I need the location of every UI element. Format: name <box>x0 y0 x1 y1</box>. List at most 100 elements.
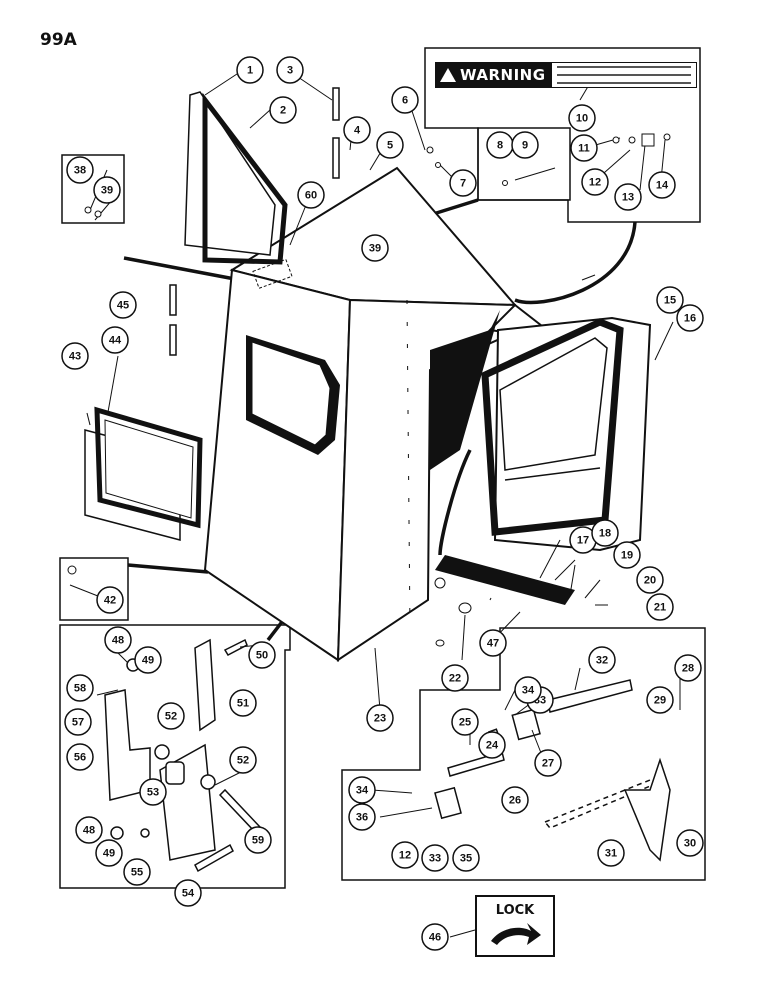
callout-circle <box>297 181 325 209</box>
nut-48b <box>110 826 124 840</box>
callout-circle <box>343 116 371 144</box>
callout-number: 52 <box>165 711 177 723</box>
warning-tag: WARNING <box>436 63 552 87</box>
callout-number: 51 <box>237 698 249 710</box>
callout-circle <box>452 844 480 872</box>
hinge-parts <box>104 638 262 873</box>
callout-33: 33 <box>421 844 449 872</box>
callout-number: 34 <box>356 785 369 797</box>
callout-number: 53 <box>147 787 159 799</box>
rear-seal-44 <box>94 406 203 529</box>
clip-13 <box>641 133 655 147</box>
leader-39-inset <box>123 256 241 282</box>
callout-circle <box>93 176 121 204</box>
callout-circle <box>421 844 449 872</box>
callout-32: 32 <box>588 646 616 674</box>
rear-glass <box>104 419 194 519</box>
callout-46: 46 <box>421 923 449 951</box>
callout-number: 5 <box>387 140 393 152</box>
callout-number: 48 <box>83 825 95 837</box>
callout-23: 23 <box>366 704 394 732</box>
callout-circle <box>441 664 469 692</box>
callout-circle <box>376 131 404 159</box>
callout-circle <box>391 86 419 114</box>
bolt-54 <box>194 843 234 873</box>
callout-number: 49 <box>142 655 154 667</box>
screw-38 <box>84 206 92 214</box>
callout-circle <box>269 96 297 124</box>
callout-circle <box>96 586 124 614</box>
callout-48: 48 <box>75 816 103 844</box>
callout-circle <box>421 923 449 951</box>
strip-45b <box>169 324 177 356</box>
warning-text-lines <box>552 63 696 87</box>
callout-circle <box>646 593 674 621</box>
callout-number: 17 <box>577 535 589 547</box>
callout-49: 49 <box>95 839 123 867</box>
callout-circle <box>236 56 264 84</box>
callout-circle <box>511 131 539 159</box>
seal-kit-inset-frame <box>477 127 571 201</box>
decal-hardware <box>67 133 671 575</box>
callout-circle <box>348 803 376 831</box>
callout-number: 44 <box>109 335 122 347</box>
callout-number: 56 <box>74 752 86 764</box>
leader-seal-inset <box>429 198 479 217</box>
screw-39b <box>94 210 102 218</box>
callout-28: 28 <box>674 654 702 682</box>
callout-54: 54 <box>174 879 202 907</box>
callout-55: 55 <box>123 858 151 886</box>
callout-number: 31 <box>605 848 617 860</box>
callout-1: 1 <box>236 56 264 84</box>
callout-circle <box>229 689 257 717</box>
callout-circle <box>636 566 664 594</box>
callout-circle <box>109 291 137 319</box>
callout-number: 49 <box>103 848 115 860</box>
callout-circle <box>361 234 389 262</box>
triangle-window-assembly <box>184 91 288 265</box>
step-plate-47 <box>435 555 575 605</box>
callout-circle <box>676 829 704 857</box>
callout-circle <box>348 776 376 804</box>
washer-loose <box>435 639 445 647</box>
callout-number: 6 <box>402 95 408 107</box>
callout-circle <box>104 626 132 654</box>
callout-circle <box>244 826 272 854</box>
cab-details <box>252 258 472 647</box>
callout-number: 38 <box>74 165 86 177</box>
callout-60: 60 <box>297 181 325 209</box>
bracket-36 <box>434 786 462 820</box>
callout-52: 52 <box>157 702 185 730</box>
handle-30 <box>623 757 671 862</box>
callout-34: 34 <box>514 676 542 704</box>
callout-number: 23 <box>374 713 386 725</box>
callout-number: 19 <box>621 550 633 562</box>
plug-22 <box>458 602 472 614</box>
callout-number: 33 <box>429 853 441 865</box>
cab-windows <box>246 310 500 470</box>
screw-6 <box>426 146 434 154</box>
nut-14 <box>663 133 671 141</box>
callout-circle <box>581 168 609 196</box>
callout-circle <box>514 676 542 704</box>
callout-circle <box>101 326 129 354</box>
callout-18: 18 <box>591 519 619 547</box>
callout-36: 36 <box>348 803 376 831</box>
clip-8 <box>502 180 508 186</box>
nut-7 <box>435 162 441 168</box>
callout-circle <box>449 169 477 197</box>
callout-number: 1 <box>247 65 253 77</box>
callout-16: 16 <box>676 304 704 332</box>
strip-3b <box>332 137 340 179</box>
washer-52a <box>154 744 170 760</box>
strap-51 <box>194 638 216 732</box>
callout-number: 10 <box>576 113 588 125</box>
callout-number: 13 <box>622 192 634 204</box>
callout-3: 3 <box>276 56 304 84</box>
callout-13: 13 <box>614 183 642 211</box>
callout-circle <box>66 156 94 184</box>
door-glass <box>499 337 608 471</box>
callout-circle <box>568 104 596 132</box>
lock-decal: LOCK <box>475 895 555 957</box>
callout-58: 58 <box>66 674 94 702</box>
